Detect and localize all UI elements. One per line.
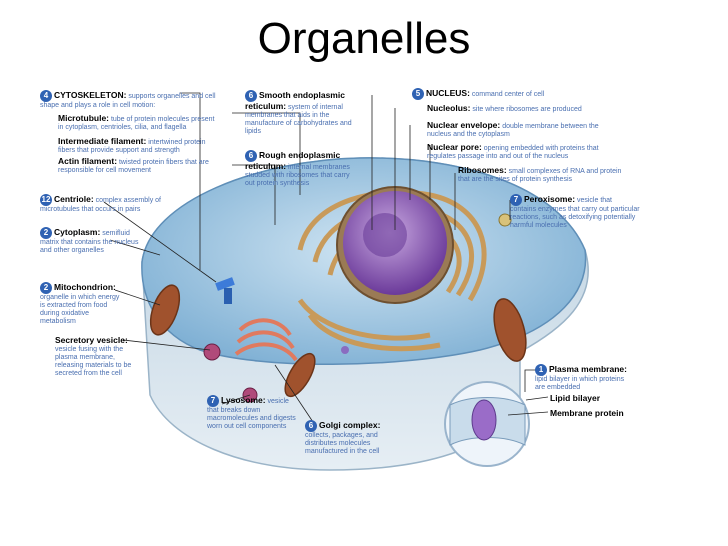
label-name: Smooth endoplasmic reticulum: [245, 89, 345, 111]
label-number-badge: 2 [40, 282, 52, 294]
label-name: Lipid bilayer [550, 393, 601, 403]
label-desc: double membrane between the nucleus and … [427, 123, 599, 138]
mitochondrion-shape [149, 284, 527, 398]
label-name: NUCLEUS: [426, 87, 470, 98]
golgi-shape [234, 318, 298, 362]
label-desc: intertwined protein fibers that provide … [58, 139, 206, 154]
label-desc: lipid bilayer in which proteins are embe… [535, 376, 625, 391]
label-number-badge: 12 [40, 194, 52, 206]
label-secretory-vesicle: Secretory vesicle: vesicle fusing with t… [55, 336, 140, 378]
label-name: Rough endoplasmic reticulum: [245, 149, 341, 171]
page-title: Organelles [257, 14, 471, 63]
label-number-badge: 2 [40, 227, 52, 239]
label-nuclear-envelope: Nuclear envelope: double membrane betwee… [427, 121, 612, 139]
label-desc: complex assembly of microtubules that oc… [40, 196, 161, 213]
label-name: Nucleolus: [427, 103, 471, 113]
leader-lines [103, 92, 549, 426]
label-name: Intermediate filament: [58, 136, 147, 146]
label-number-badge: 6 [245, 150, 257, 162]
label-name: Microtubule: [58, 113, 109, 123]
label-desc: tube of protein molecules present in cyt… [58, 116, 215, 131]
label-number-badge: 6 [245, 90, 257, 102]
label-number-badge: 7 [207, 395, 219, 407]
label-lipid-bilayer: Lipid bilayer [550, 394, 630, 404]
label-desc: command center of cell [471, 90, 545, 98]
label-desc: system of internal membranes that aids i… [245, 104, 352, 135]
label-name: Mitochondrion: [54, 281, 116, 292]
label-name: Plasma membrane: [549, 363, 627, 374]
label-desc: vesicle fusing with the plasma membrane,… [55, 346, 132, 377]
label-name: Ribosomes: [458, 165, 507, 175]
label-intermediate-filament: Intermediate filament: intertwined prote… [58, 137, 223, 155]
label-desc: organelle in which energy is extracted f… [40, 294, 120, 325]
label-membrane-protein: Membrane protein [550, 409, 640, 419]
label-ribosomes: Ribosomes: small complexes of RNA and pr… [458, 166, 628, 184]
label-name: Golgi complex: [319, 419, 381, 430]
label-number-badge: 7 [510, 194, 522, 206]
label-microtubule: Microtubule: tube of protein molecules p… [58, 114, 218, 132]
membrane-zoom [444, 381, 530, 467]
label-actin-filament: Actin filament: twisted protein fibers t… [58, 157, 228, 175]
label-number-badge: 6 [305, 420, 317, 432]
label-name: CYTOSKELETON: [54, 89, 127, 100]
label-desc: supports organelles and cell shape and p… [40, 92, 216, 109]
centriole-shape [215, 277, 235, 304]
label-desc: opening embedded with proteins that regu… [427, 145, 599, 160]
label-desc: semifluid matrix that contains the nucle… [40, 229, 139, 254]
label-desc: internal membranes studded with ribosome… [245, 164, 350, 187]
label-name: Nuclear pore: [427, 142, 482, 152]
label-desc: site where ribosomes are produced [472, 106, 582, 113]
vesicle-shapes [203, 213, 512, 403]
label-name: Centriole: [54, 193, 94, 204]
label-desc: vesicle that breaks down macromolecules … [207, 397, 296, 430]
label-number-badge: 4 [40, 90, 52, 102]
label-name: Cytoplasm: [54, 226, 101, 237]
label-number-badge: 5 [412, 88, 424, 100]
label-nuclear-pore: Nuclear pore: opening embedded with prot… [427, 143, 607, 161]
nucleus-shape [336, 186, 454, 304]
label-desc: small complexes of RNA and protein that … [458, 168, 622, 183]
label-name: Peroxisome: [524, 193, 576, 204]
label-name: Membrane protein [550, 408, 624, 418]
label-desc: collects, packages, and distributes mole… [305, 432, 380, 455]
label-desc: vesicle that contains enzymes that carry… [510, 196, 640, 229]
label-name: Nuclear envelope: [427, 120, 501, 130]
label-desc: twisted protein fibers that are responsi… [58, 159, 209, 174]
label-number-badge: 1 [535, 364, 547, 376]
label-nucleolus: Nucleolus: site where ribosomes are prod… [427, 104, 607, 114]
label-name: Lysosome: [221, 394, 266, 405]
label-name: Actin filament: [58, 156, 118, 166]
label-name: Secretory vesicle: [55, 335, 128, 345]
